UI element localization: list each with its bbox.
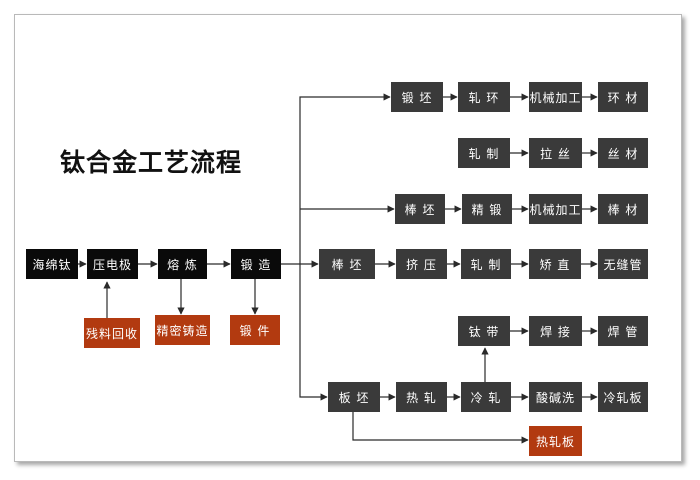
node-wire-drawing: 拉 丝 bbox=[529, 138, 582, 168]
node-wire-material: 丝 材 bbox=[598, 138, 648, 168]
node-straightening: 矫 直 bbox=[529, 249, 581, 279]
node-seamless-tube: 无缝管 bbox=[598, 249, 648, 279]
trunk-line bbox=[299, 93, 391, 264]
arrow-slab-hotplate bbox=[352, 412, 529, 444]
node-sponge-titanium: 海绵钛 bbox=[26, 249, 78, 279]
node-bar-billet-1: 棒 坯 bbox=[395, 194, 445, 224]
node-extrusion: 挤 压 bbox=[396, 249, 447, 279]
node-ring-material: 环 材 bbox=[598, 82, 648, 112]
node-hot-rolled-plate: 热轧板 bbox=[529, 426, 582, 456]
node-hot-rolling: 热 轧 bbox=[396, 382, 447, 412]
diagram-title: 钛合金工艺流程 bbox=[60, 148, 243, 177]
node-welding: 焊 接 bbox=[529, 316, 582, 346]
node-cold-rolled-plate: 冷轧板 bbox=[598, 382, 648, 412]
node-machining-1: 机械加工 bbox=[529, 82, 582, 112]
node-slab: 板 坯 bbox=[328, 382, 380, 412]
node-scrap-recycle: 残料回收 bbox=[84, 318, 140, 348]
node-precision-casting: 精密铸造 bbox=[155, 315, 210, 345]
node-forging-part: 锻 件 bbox=[230, 315, 280, 345]
node-cold-rolling: 冷 轧 bbox=[461, 382, 511, 412]
node-welded-tube: 焊 管 bbox=[598, 316, 648, 346]
arrow-trunk-slab bbox=[299, 264, 328, 401]
node-machining-2: 机械加工 bbox=[529, 194, 582, 224]
node-press-electrode: 压电极 bbox=[87, 249, 138, 279]
node-bar-billet-2: 棒 坯 bbox=[319, 249, 375, 279]
node-forging: 锻 造 bbox=[231, 249, 281, 279]
node-precision-forging: 精 锻 bbox=[462, 194, 512, 224]
node-rolling-2: 轧 制 bbox=[461, 249, 511, 279]
node-pickling: 酸碱洗 bbox=[529, 382, 582, 412]
node-forged-billet: 锻 坯 bbox=[391, 82, 443, 112]
node-rolling-wire: 轧 制 bbox=[458, 138, 510, 168]
node-titanium-strip: 钛 带 bbox=[458, 316, 510, 346]
node-smelting: 熔 炼 bbox=[158, 249, 207, 279]
node-ring-rolling: 轧 环 bbox=[458, 82, 510, 112]
node-bar-material: 棒 材 bbox=[598, 194, 648, 224]
